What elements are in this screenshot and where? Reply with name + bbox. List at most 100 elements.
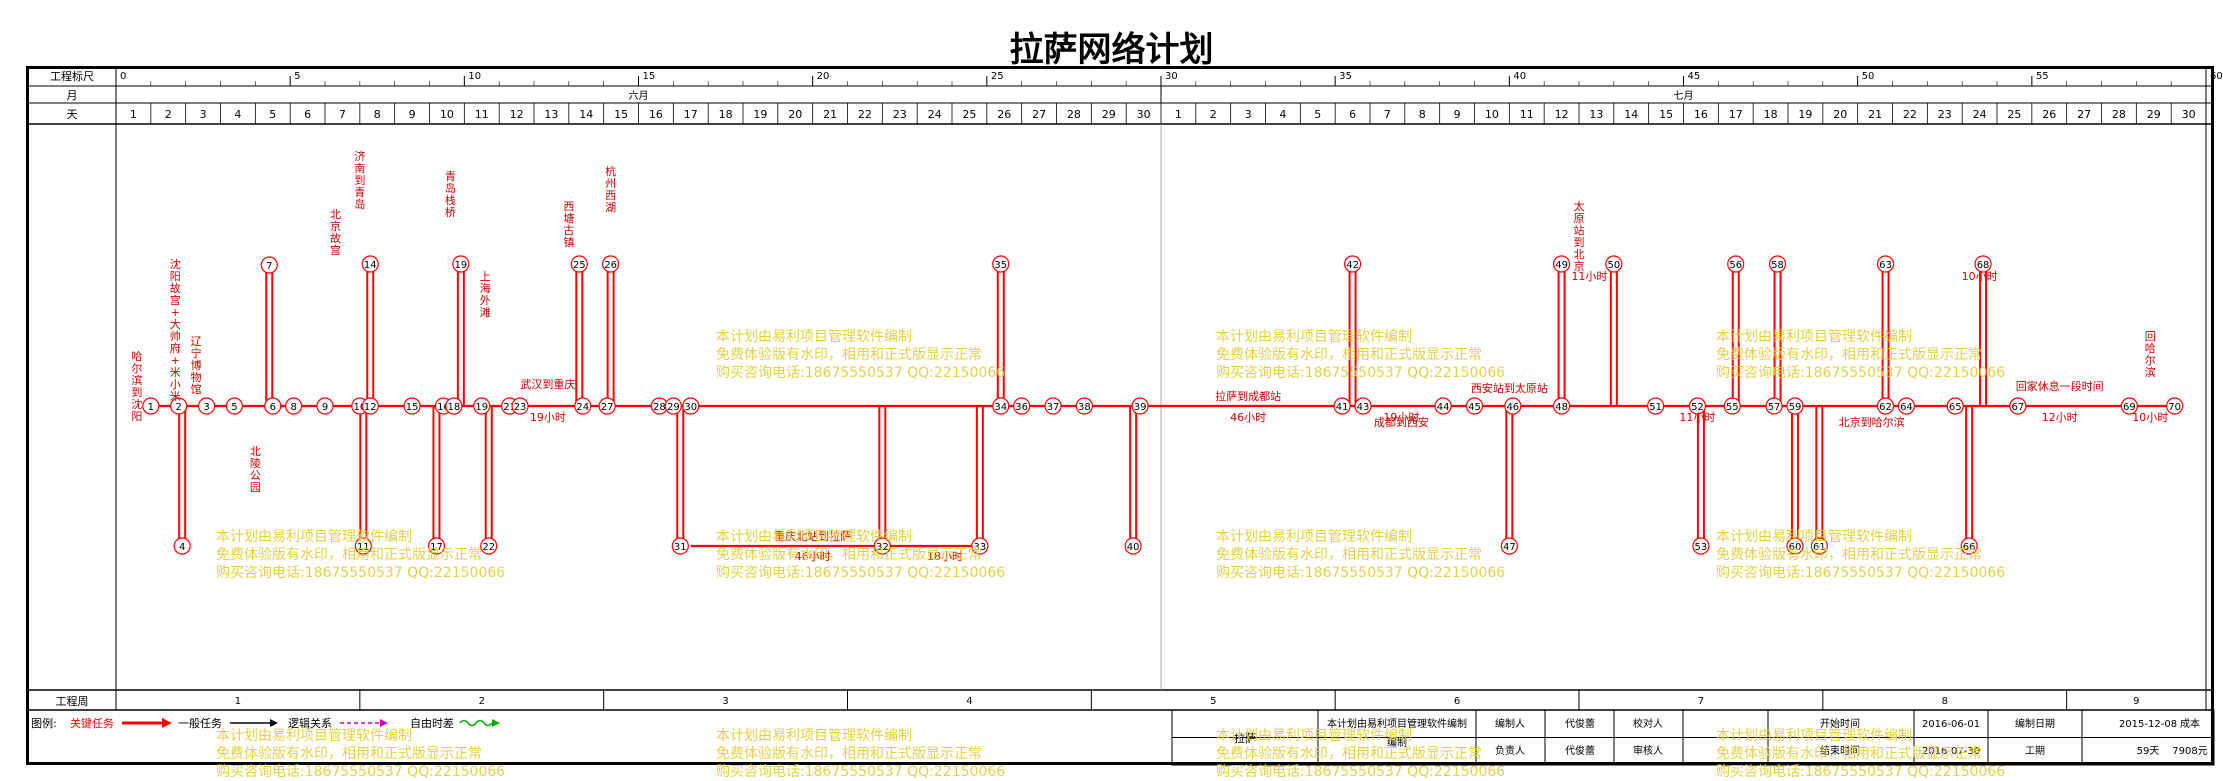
watermark-line: 本计划由易利项目管理软件编制	[716, 529, 912, 545]
week-label: 3	[722, 696, 728, 707]
network-node	[197, 397, 216, 415]
svg-text:北: 北	[250, 445, 261, 458]
node-number: 27	[601, 402, 614, 413]
tick-label: 0	[120, 71, 126, 82]
node-number: 35	[994, 260, 1007, 271]
svg-text:到: 到	[131, 386, 142, 399]
node-number: 14	[364, 260, 377, 271]
node-number: 22	[482, 542, 495, 553]
network-node	[316, 397, 334, 415]
svg-text:北: 北	[330, 208, 341, 221]
node-number: 62	[1879, 402, 1892, 413]
day-label: 1	[130, 108, 137, 121]
day-label: 28	[1067, 108, 1081, 121]
tick-label: 40	[1513, 71, 1526, 82]
network-node	[2166, 397, 2184, 415]
row-label-day: 天	[67, 108, 78, 121]
watermark-line: 本计划由易利项目管理软件编制	[1216, 529, 1412, 545]
watermark-line: 本计划由易利项目管理软件编制	[1216, 728, 1412, 744]
network-node	[1504, 397, 1522, 415]
watermark-line: 免费体验版有水印，相用和正式版显示正常	[716, 347, 982, 363]
duration-label: 10小时	[2132, 411, 2168, 424]
tick-label: 60	[2210, 71, 2223, 82]
node-number: 26	[604, 260, 617, 271]
footer-auditor-label: 审核人	[1633, 744, 1663, 757]
day-label: 16	[649, 108, 663, 121]
tick-label: 10	[468, 71, 481, 82]
network-node	[574, 397, 592, 415]
task-label-home: 回家休息一段时间	[2016, 379, 2104, 393]
svg-text:滩: 滩	[480, 305, 491, 319]
footer-editor: 代俊蕾	[1565, 717, 1595, 730]
day-label: 3	[1245, 108, 1252, 121]
chart-frame	[26, 66, 2214, 765]
node-number: 11	[357, 542, 370, 553]
network-node	[403, 397, 421, 415]
svg-text:杭: 杭	[605, 164, 616, 178]
svg-text:西: 西	[605, 189, 616, 202]
network-node	[1688, 397, 1707, 415]
day-label: 23	[1938, 108, 1952, 121]
svg-text:塘: 塘	[563, 211, 574, 225]
duration-label: 18小时	[927, 550, 963, 563]
svg-text:园: 园	[250, 481, 261, 494]
day-label: 24	[928, 108, 942, 121]
network-node	[1131, 397, 1149, 415]
tick-label: 30	[1165, 71, 1178, 82]
day-label: 29	[1102, 108, 1116, 121]
svg-text:站: 站	[1574, 223, 1585, 237]
node-number: 5	[231, 402, 237, 413]
network-node	[1897, 397, 1916, 415]
svg-text:岛: 岛	[445, 181, 456, 195]
network-node	[1768, 255, 1787, 273]
network-node	[1605, 255, 1623, 273]
node-number: 69	[2123, 402, 2136, 413]
legend-critical-label: 关键任务	[70, 716, 114, 730]
svg-text:帅: 帅	[170, 330, 181, 343]
svg-text:沈: 沈	[170, 257, 181, 271]
day-label: 15	[1659, 108, 1673, 121]
network-node	[1786, 537, 1804, 555]
svg-text:大: 大	[170, 317, 181, 331]
network-node	[682, 397, 700, 415]
day-label: 13	[1589, 108, 1603, 121]
network-node	[1333, 397, 1351, 415]
duration-label: 46小时	[1230, 411, 1266, 424]
week-label: 1	[235, 696, 241, 707]
svg-text:州: 州	[605, 177, 616, 190]
network-node	[1810, 537, 1828, 555]
svg-text:阳: 阳	[131, 410, 142, 423]
watermark-line: 免费体验版有水印，相用和正式版显示正常	[1216, 347, 1482, 363]
footer-duration-label: 工期	[2025, 745, 2045, 757]
week-label: 4	[966, 696, 972, 707]
network-node	[1727, 255, 1745, 273]
network-node	[1465, 397, 1484, 415]
svg-text:府: 府	[170, 341, 181, 355]
svg-text:米: 米	[170, 366, 181, 379]
node-number: 65	[1949, 402, 1962, 413]
node-number: 60	[1789, 542, 1802, 553]
day-label: 25	[962, 108, 976, 121]
day-label: 1	[1175, 108, 1182, 121]
watermark-line: 本计划由易利项目管理软件编制	[1716, 329, 1912, 345]
svg-text:+: +	[171, 306, 180, 319]
node-number: 34	[994, 402, 1007, 413]
watermark-block: 本计划由易利项目管理软件编制免费体验版有水印，相用和正式版显示正常购买咨询电话:…	[1216, 528, 1505, 582]
network-node	[1974, 255, 1992, 273]
network-node	[1647, 397, 1665, 415]
node-number: 18	[448, 402, 461, 413]
task-label-xian: 西安站到太原站	[1471, 381, 1548, 395]
svg-text:到: 到	[1574, 236, 1585, 249]
watermark-line: 免费体验版有水印，相用和正式版显示正常	[716, 746, 982, 762]
svg-text:物: 物	[191, 370, 202, 384]
day-label: 6	[304, 108, 311, 121]
day-label: 8	[374, 108, 381, 121]
task-label-wuhan: 武汉到重庆	[520, 377, 575, 391]
watermark-line: 购买咨询电话:18675550537 QQ:22150066	[216, 764, 506, 780]
svg-text:宫: 宫	[330, 243, 341, 257]
svg-text:青: 青	[445, 170, 456, 183]
node-number: 16	[437, 402, 450, 413]
svg-text:太: 太	[1574, 200, 1585, 213]
watermark-line: 购买咨询电话:18675550537 QQ:22150066	[1216, 365, 1506, 381]
